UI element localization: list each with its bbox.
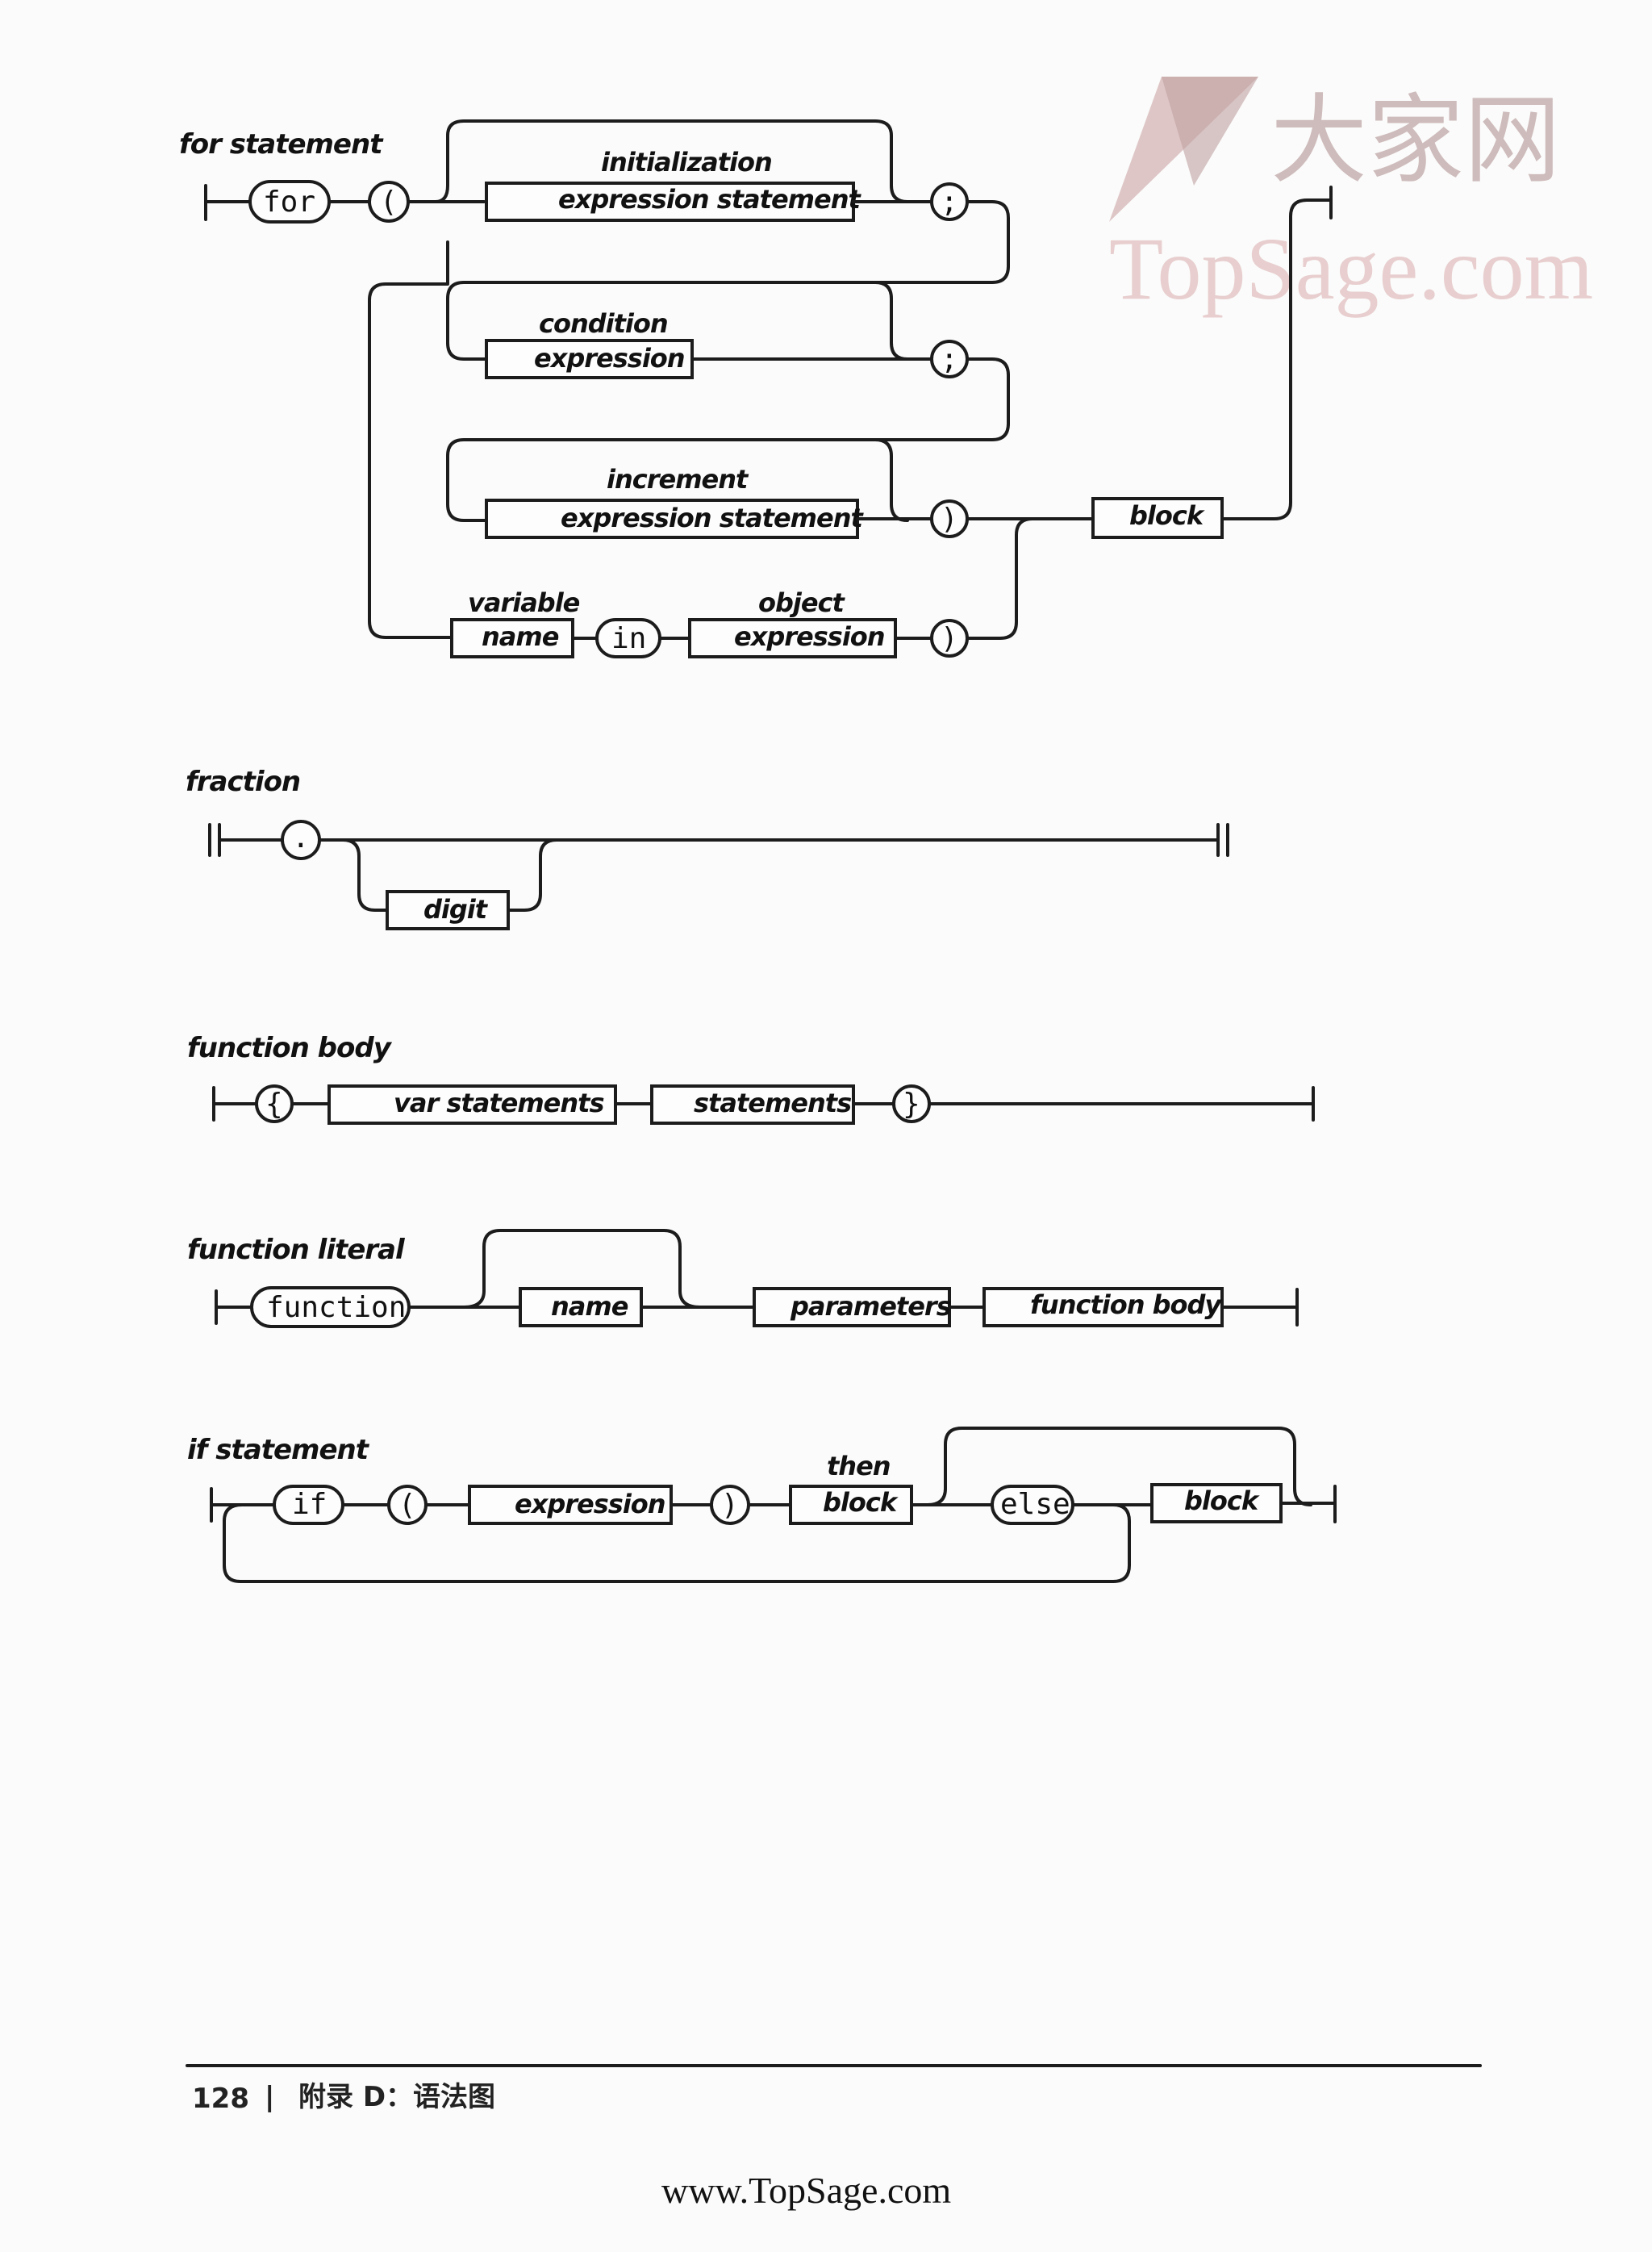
- then-label: then: [827, 1451, 891, 1481]
- semicolon-label-2: ;: [941, 343, 958, 376]
- footer-section: 附录 D：语法图: [298, 2081, 495, 2113]
- parameters-box: [753, 1287, 951, 1327]
- else-keyword-label: else: [1000, 1488, 1070, 1521]
- var-statements-text: var statements: [394, 1088, 603, 1118]
- for-statement-title: for statement: [179, 128, 384, 161]
- function-body-diagram: function body { var statements statement…: [187, 1032, 1315, 1125]
- page-footer: 128 | 附录 D：语法图 www.TopSage.com: [186, 2064, 1482, 2211]
- watermark-brand: TopSage.com: [1109, 219, 1593, 318]
- function-name-box: [519, 1287, 643, 1327]
- increment-label: increment: [607, 464, 749, 495]
- for-statement-diagram: for statement for ( initialization expre…: [179, 119, 1333, 658]
- condition-box-text: expression: [534, 343, 685, 374]
- if-statement-diagram: if statement if ( expression ) then bloc…: [187, 1427, 1337, 1583]
- fraction-diagram: fraction . digit: [186, 766, 1229, 930]
- footer-url: www.TopSage.com: [661, 2170, 951, 2211]
- function-name-text: name: [551, 1291, 628, 1322]
- function-keyword-label: function: [266, 1291, 406, 1324]
- variable-name-box: [450, 618, 574, 658]
- for-block-box: [1091, 497, 1224, 539]
- close-paren-label-1: ): [941, 503, 958, 536]
- statements-box: [650, 1084, 855, 1125]
- initialization-box-text: expression statement: [558, 184, 861, 215]
- function-body-box: [982, 1287, 1224, 1327]
- object-label: object: [758, 587, 846, 618]
- for-block-text: block: [1129, 500, 1205, 531]
- variable-label: variable: [468, 587, 580, 618]
- function-body-title: function body: [187, 1032, 393, 1064]
- object-expression-text: expression: [734, 621, 885, 652]
- if-keyword-label: if: [292, 1488, 327, 1521]
- if-expression-box: [468, 1485, 673, 1525]
- if-open-paren-label: (: [398, 1489, 416, 1522]
- else-block-box: [1150, 1483, 1283, 1523]
- fraction-title: fraction: [186, 766, 300, 798]
- if-close-paren-label: ): [721, 1489, 739, 1522]
- then-block-text: block: [823, 1487, 899, 1518]
- function-literal-diagram: function literal function name parameter…: [187, 1229, 1299, 1328]
- object-expression-box: [688, 618, 897, 658]
- watermark-chinese: 大家网: [1270, 85, 1561, 197]
- dot-label: .: [292, 821, 310, 854]
- initialization-box: [485, 182, 855, 222]
- close-paren-label-2: ): [941, 622, 958, 655]
- increment-box: [485, 499, 859, 539]
- page-number: 128: [192, 2083, 249, 2115]
- condition-box: [485, 339, 694, 379]
- watermark: 大家网 TopSage.com: [1109, 77, 1593, 318]
- else-block-text: block: [1184, 1485, 1260, 1516]
- statements-text: statements: [694, 1088, 851, 1118]
- parameters-text: parameters: [790, 1291, 951, 1322]
- if-expression-text: expression: [515, 1489, 665, 1519]
- in-keyword-label: in: [611, 622, 646, 655]
- digit-text: digit: [423, 894, 489, 925]
- semicolon-label-1: ;: [941, 186, 958, 219]
- increment-box-text: expression statement: [561, 503, 864, 533]
- for-keyword-label: for: [263, 186, 315, 219]
- condition-label: condition: [539, 308, 668, 339]
- function-body-box-text: function body: [1030, 1289, 1222, 1320]
- if-statement-title: if statement: [187, 1434, 370, 1466]
- close-brace-label: }: [903, 1088, 920, 1121]
- function-literal-title: function literal: [187, 1234, 406, 1266]
- open-paren-label: (: [380, 186, 398, 219]
- variable-name-text: name: [482, 621, 559, 652]
- footer-separator: |: [265, 2081, 274, 2113]
- open-brace-label: {: [265, 1088, 283, 1121]
- digit-box: [386, 890, 510, 930]
- initialization-label: initialization: [601, 147, 772, 178]
